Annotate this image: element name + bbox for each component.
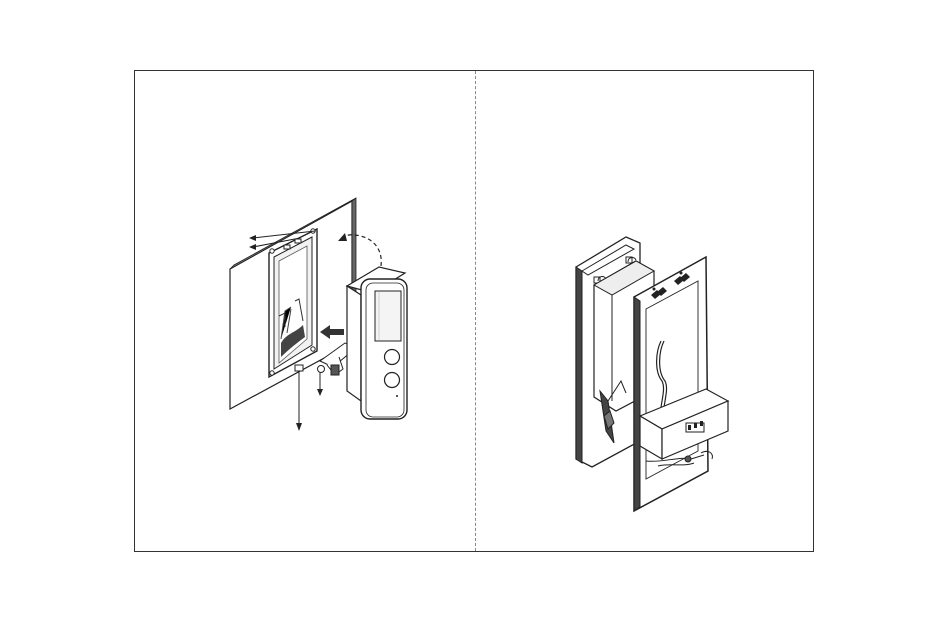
installation-diagram-left — [135, 71, 475, 551]
mounting-bracket — [634, 257, 708, 511]
arrow-down — [295, 365, 303, 431]
installation-figure-left — [135, 71, 475, 551]
installation-diagram-right — [476, 71, 813, 551]
installation-figure-right — [476, 71, 813, 551]
arrow-down — [317, 371, 323, 396]
mounting-frame — [269, 229, 317, 377]
